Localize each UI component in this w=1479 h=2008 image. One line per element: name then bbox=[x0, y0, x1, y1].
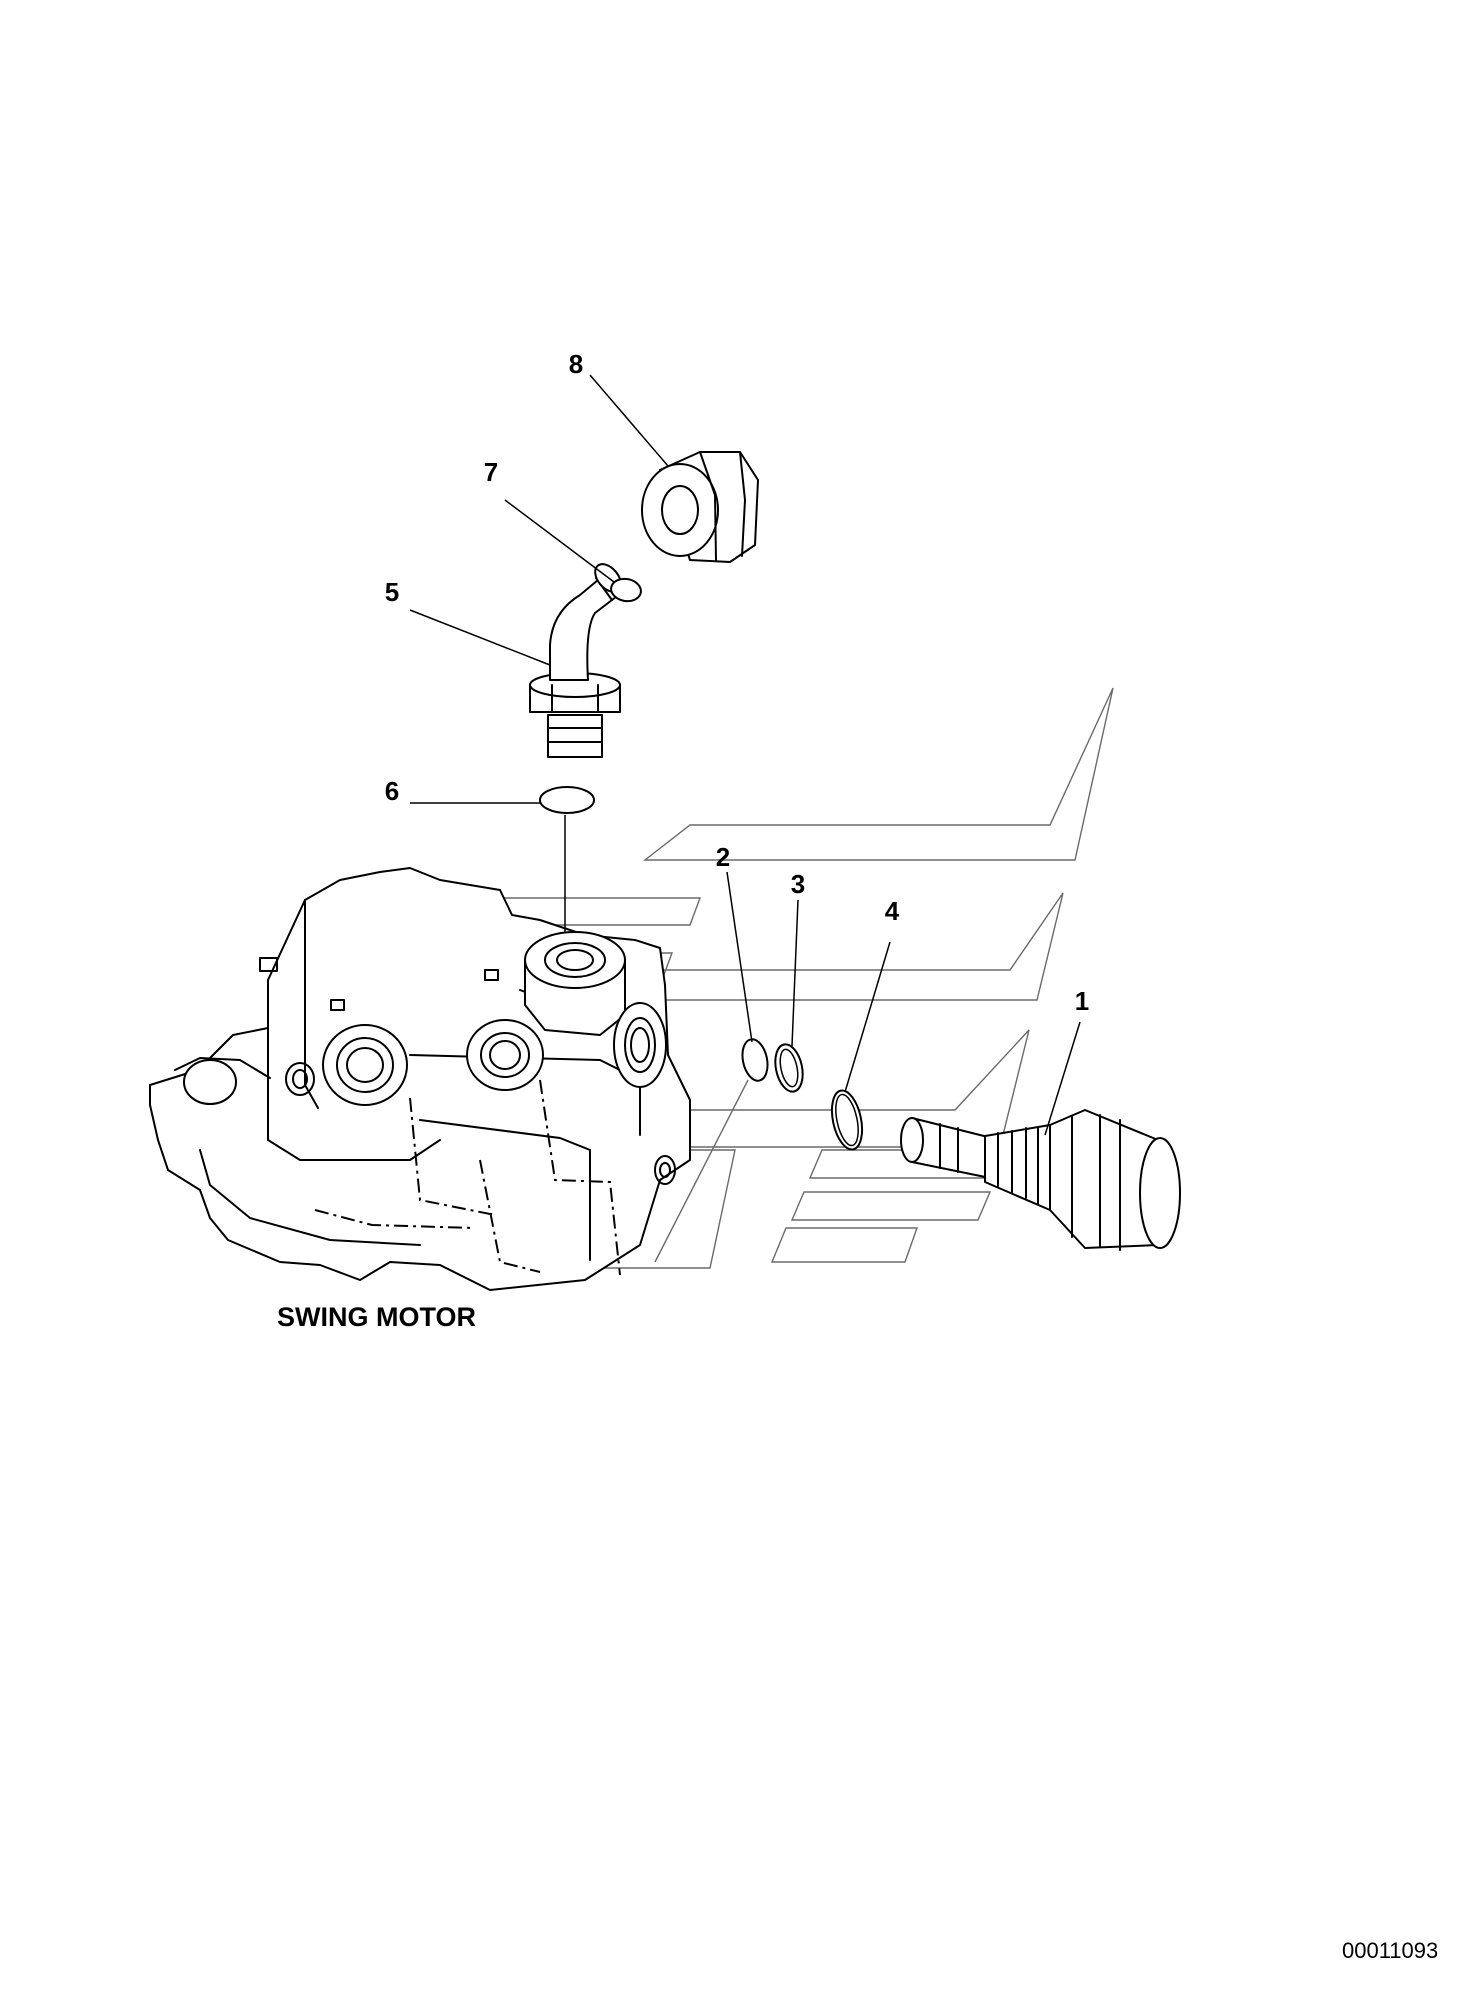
callout-4: 4 bbox=[885, 896, 900, 926]
callout-2: 2 bbox=[716, 842, 730, 872]
elbow-fitting bbox=[529, 563, 626, 758]
o-ring-4 bbox=[830, 1089, 864, 1151]
leader-lines bbox=[409, 374, 1081, 1136]
relief-valve-cartridge bbox=[900, 1109, 1181, 1251]
callout-6: 6 bbox=[385, 776, 399, 806]
o-ring-2 bbox=[741, 1038, 769, 1082]
o-ring-7 bbox=[610, 577, 642, 603]
swing-motor-housing bbox=[149, 867, 691, 1291]
callout-5: 5 bbox=[385, 577, 399, 607]
diagram-caption: SWING MOTOR bbox=[277, 1302, 476, 1332]
callout-1: 1 bbox=[1075, 986, 1089, 1016]
callout-8: 8 bbox=[569, 349, 583, 379]
backup-ring-3 bbox=[774, 1043, 804, 1093]
o-ring-6 bbox=[539, 786, 595, 814]
callout-3: 3 bbox=[791, 869, 805, 899]
plug-nut bbox=[641, 451, 759, 563]
callout-7: 7 bbox=[484, 457, 498, 487]
reference-number: 00011093 bbox=[1342, 1938, 1439, 1963]
